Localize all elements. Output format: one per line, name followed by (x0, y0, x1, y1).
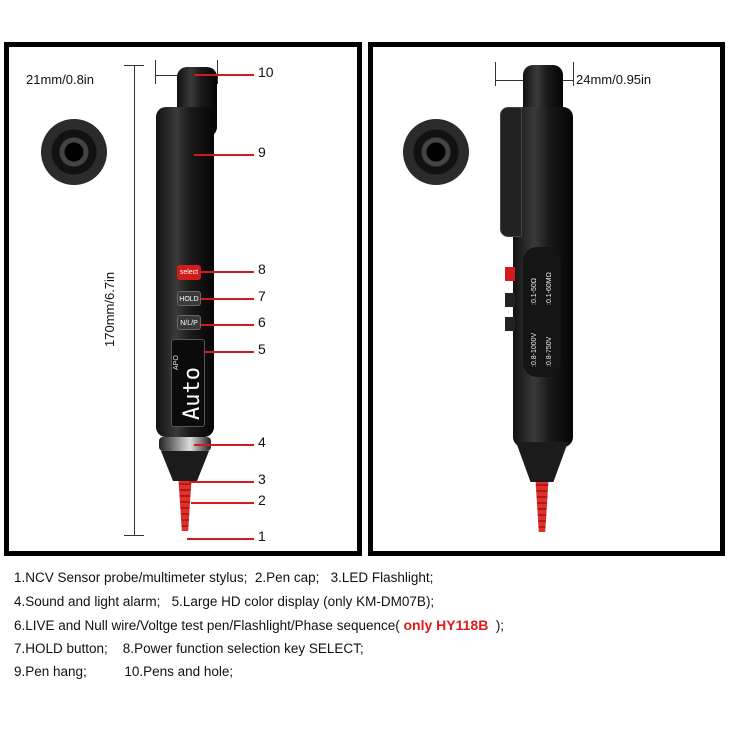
dimension-tick (573, 62, 574, 86)
legend-line-4: 7.HOLD button; 8.Power function selectio… (14, 641, 364, 656)
hold-button[interactable]: HOLD (177, 291, 201, 306)
pen-tip-cone (161, 451, 209, 481)
nlp-button[interactable]: N/L/P (177, 315, 201, 330)
legend-line-3-prefix: 6.LIVE and Null wire/Voltge test pen/Fla… (14, 618, 404, 633)
red-probe-tip (535, 482, 549, 532)
callout-5: 5 (258, 341, 266, 357)
range-ohm-60m: :0.1-60MΩ (546, 272, 553, 305)
dimension-tick (217, 60, 218, 84)
dimension-tick (495, 62, 496, 86)
range-v-1000: :0.8-1000V (531, 332, 538, 367)
range-label-panel: :0.1-50Ω :0.1-60MΩ :0.8-1000V :0.8-750V (523, 247, 561, 377)
right-product-panel: 24mm/0.95in :0.1-50Ω :0.1-60MΩ :0.8-1000… (368, 42, 725, 556)
pen-clip (500, 107, 522, 237)
pen-end-view-image (41, 119, 107, 185)
callout-9: 9 (258, 144, 266, 160)
display-apo: APO (173, 355, 180, 370)
display-auto-text: Auto (180, 367, 205, 420)
range-ohm-50: :0.1-50Ω (531, 277, 538, 305)
callout-6: 6 (258, 314, 266, 330)
side-button[interactable] (505, 293, 515, 307)
legend-line-1: 1.NCV Sensor probe/multimeter stylus; 2.… (14, 570, 434, 585)
callout-line (194, 74, 254, 76)
callout-7: 7 (258, 288, 266, 304)
range-v-750: :0.8-750V (546, 336, 553, 367)
width-dimension-label: 24mm/0.95in (576, 72, 652, 87)
callout-line (201, 298, 254, 300)
callout-10: 10 (258, 64, 274, 80)
legend-line-5: 9.Pen hang; 10.Pens and hole; (14, 664, 234, 679)
callout-line (201, 271, 254, 273)
callout-line (194, 444, 254, 446)
dimension-tick (124, 535, 144, 536)
red-probe-tip (178, 481, 192, 531)
callout-line (194, 154, 254, 156)
callout-line (191, 502, 254, 504)
callout-8: 8 (258, 261, 266, 277)
dimension-tick (155, 60, 156, 84)
pen-end-view-image (403, 119, 469, 185)
pen-tip-cone (516, 442, 568, 482)
legend-line-3-suffix: ); (488, 618, 505, 633)
height-dimension-label: 170mm/6.7in (102, 271, 117, 347)
dimension-tick (124, 65, 144, 66)
callout-line (205, 351, 254, 353)
legend-line-3: 6.LIVE and Null wire/Voltge test pen/Fla… (14, 617, 504, 633)
side-red-button[interactable] (505, 267, 515, 281)
callout-3: 3 (258, 471, 266, 487)
alarm-light (159, 437, 211, 451)
select-button[interactable]: select (177, 265, 201, 280)
width-dimension-label: 21mm/0.8in (26, 72, 94, 87)
height-dimension-line (134, 65, 135, 535)
model-highlight: only HY118B (403, 617, 489, 633)
callout-1: 1 (258, 528, 266, 544)
side-button[interactable] (505, 317, 515, 331)
legend-line-2: 4.Sound and light alarm; 5.Large HD colo… (14, 594, 435, 609)
callout-line (189, 481, 254, 483)
callout-2: 2 (258, 492, 266, 508)
callout-line (187, 538, 254, 540)
callout-4: 4 (258, 434, 266, 450)
callout-line (201, 324, 254, 326)
left-product-panel: 21mm/0.8in 170mm/6.7in select HOLD N/L/P… (4, 42, 362, 556)
lcd-display: APO Auto (171, 339, 205, 427)
